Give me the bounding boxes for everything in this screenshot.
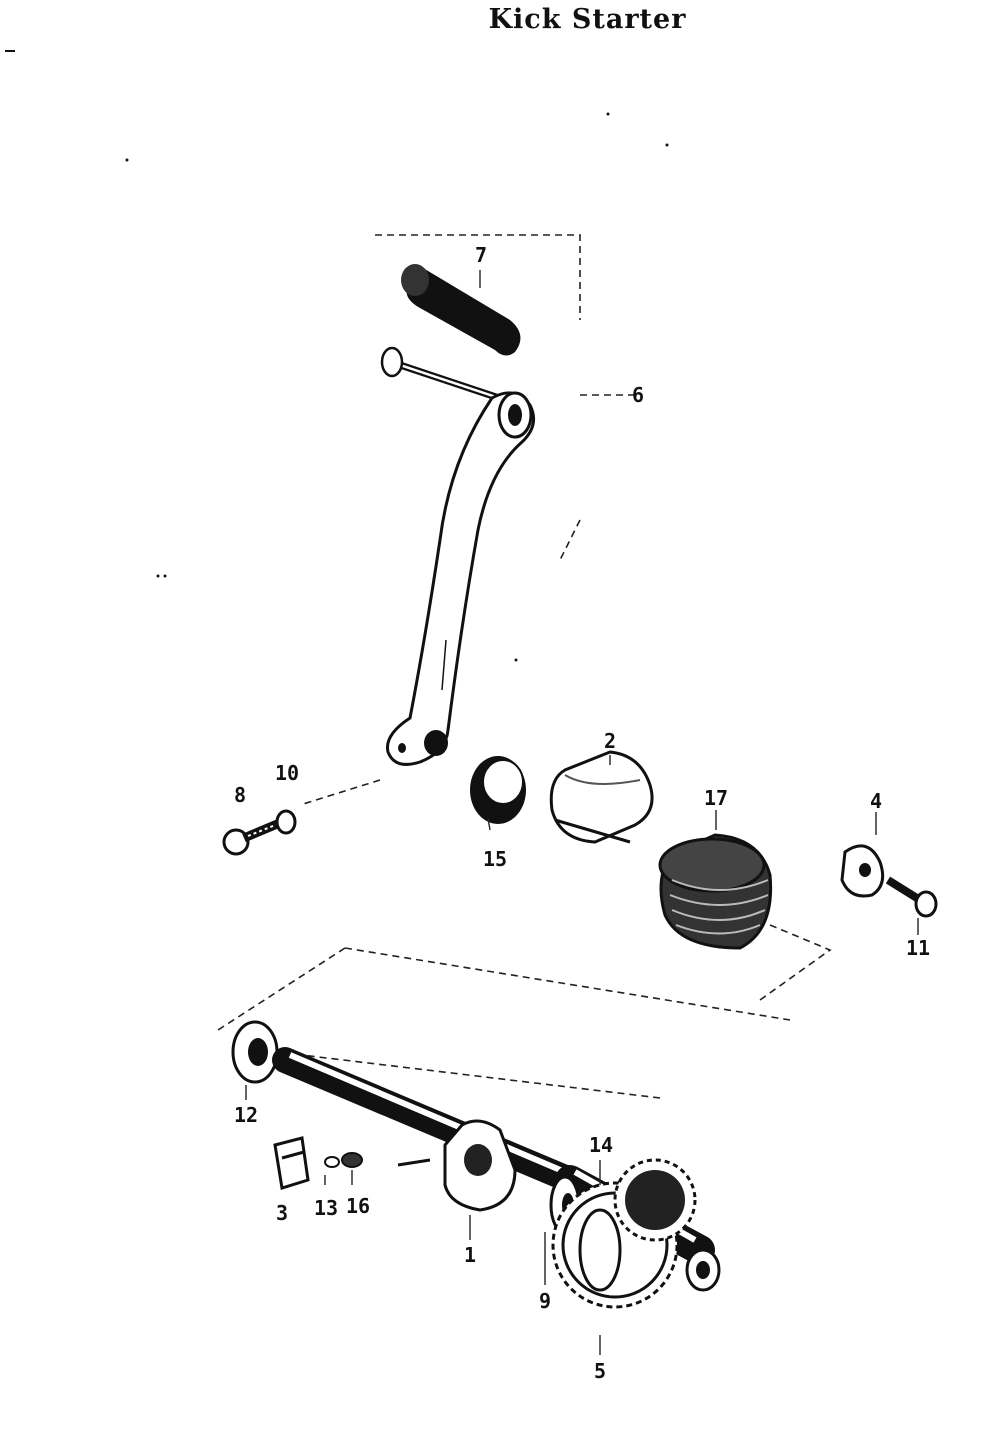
callout-6: 6 [632,383,644,407]
pawl-spring [341,1152,363,1168]
callout-7: 7 [475,243,487,267]
callout-16: 16 [346,1194,370,1218]
pawl-pin [324,1156,340,1168]
callout-4: 4 [870,789,882,813]
callout-leaders [245,270,919,1355]
spindle-bush [549,750,654,844]
clamp-bolt [222,817,284,856]
pawl [273,1136,310,1190]
stopper-screw [885,876,938,918]
part-callouts: 7 6 2 17 10 8 15 4 11 12 14 3 13 16 1 9 … [234,243,930,1383]
callout-1: 1 [464,1243,476,1267]
callout-12: 12 [234,1103,258,1127]
callout-13: 13 [314,1196,338,1220]
pedal-rubber [401,264,521,356]
callout-10: 10 [275,761,299,785]
callout-17: 17 [704,786,728,810]
callout-15: 15 [483,847,507,871]
scan-specks [5,50,669,662]
callout-5: 5 [594,1359,606,1383]
oil-seal [470,756,526,824]
return-spring [658,833,773,950]
starter-gear [551,1158,697,1309]
callout-8: 8 [234,783,246,807]
thrust-washer [231,1020,279,1084]
callout-3: 3 [276,1201,288,1225]
clamp-nut [275,809,297,835]
spring-stopper [840,844,885,898]
diagram-title: Kick Starter [488,4,687,35]
callout-9: 9 [539,1289,551,1313]
ratchet [443,1119,517,1212]
callout-11: 11 [906,936,930,960]
kick-arm [385,391,536,766]
assembly-lines [217,234,832,1099]
pedal-shaft [380,346,507,404]
callout-2: 2 [604,729,616,753]
callout-14: 14 [589,1133,613,1157]
